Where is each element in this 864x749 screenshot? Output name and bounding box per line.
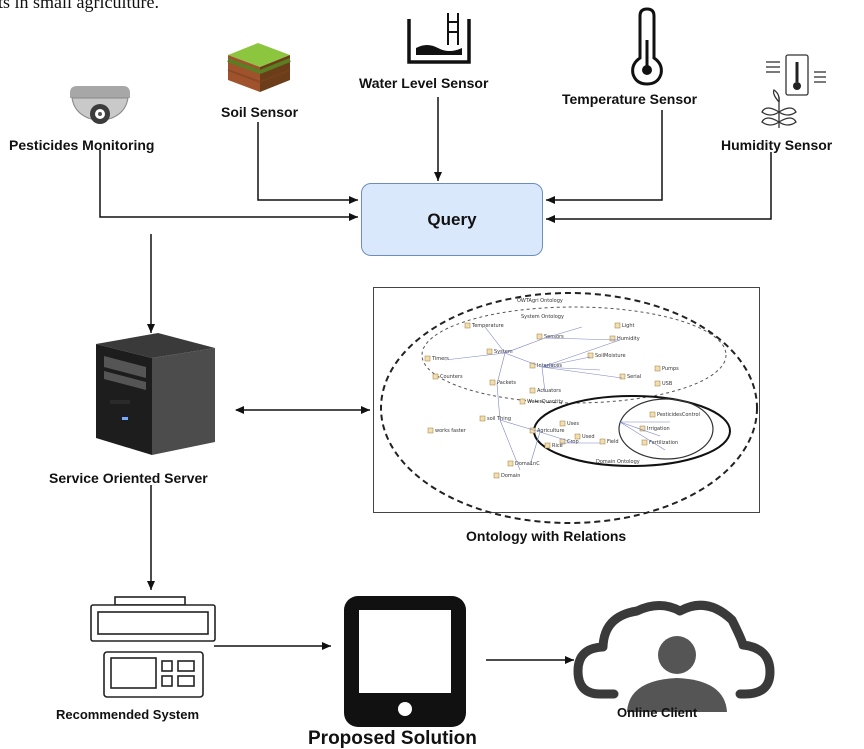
ontology-node-marker xyxy=(587,352,594,359)
ontology-node-label: Rice xyxy=(552,443,563,449)
ontology-node-marker xyxy=(519,398,526,405)
ontology-node-label: Sensors xyxy=(544,334,564,340)
ontology-node-label: Humidity xyxy=(617,336,640,342)
ontology-node-marker xyxy=(486,348,493,355)
ontology-node-label: Domain xyxy=(501,473,520,479)
ontology-node-label: PesticidesControl xyxy=(657,412,700,418)
water-label: Water Level Sensor xyxy=(359,75,489,91)
ontology-node-marker xyxy=(649,411,656,418)
ontology-node-marker xyxy=(559,420,566,427)
ontology-node-label: Temperature xyxy=(471,323,504,329)
ontology-node-label: SoilMoisture xyxy=(595,353,626,359)
ontology-node-label: works faster xyxy=(435,428,467,434)
ontology-node-label: Serial xyxy=(627,374,641,380)
query-label: Query xyxy=(427,209,477,229)
server-label: Service Oriented Server xyxy=(49,470,208,486)
temperature-label: Temperature Sensor xyxy=(562,91,698,107)
ontology-node-label: Packets xyxy=(497,380,516,386)
ontology-node-marker xyxy=(544,442,551,449)
arrow-soil-to-query xyxy=(257,122,358,204)
arrow-temperature-to-query xyxy=(546,110,663,204)
ontology-node-label: Field xyxy=(607,439,619,445)
ontology-node-marker xyxy=(619,373,626,380)
ontology-node-label: Irrigation xyxy=(647,426,670,432)
ontology-node-label: Crop xyxy=(567,439,579,445)
ontology-node-marker xyxy=(493,472,500,479)
ontology-node-label: System xyxy=(494,349,513,355)
ontology-node-marker xyxy=(654,365,661,372)
ontology-node-label: Light xyxy=(622,323,635,329)
ontology-node-marker xyxy=(654,380,661,387)
recommended-label: Recommended System xyxy=(56,707,200,722)
ontology-node-marker xyxy=(424,355,431,362)
ontology-node-label: WaterQuantity xyxy=(527,399,563,405)
ontology-node-marker xyxy=(507,460,514,467)
client-label: Online Client xyxy=(617,705,698,720)
ontology-node-marker xyxy=(479,415,486,422)
ontology-node-label: soil Thing xyxy=(487,416,511,422)
ontology-node-marker xyxy=(529,387,536,394)
ontology-node-marker xyxy=(536,333,543,340)
ontology-node-marker xyxy=(489,379,496,386)
ontology-node-label: Agriculture xyxy=(537,428,565,434)
humidity-label: Humidity Sensor xyxy=(721,137,833,153)
ontology-node-label: Interfaces xyxy=(537,363,562,369)
ontology-image xyxy=(373,287,760,513)
ontology-node-label: USB xyxy=(662,381,673,387)
ontology-node-marker xyxy=(609,335,616,342)
proposed-label: Proposed Solution xyxy=(308,728,477,749)
ontology-title: OWTAgri Ontology xyxy=(517,298,563,304)
ontology-node-marker xyxy=(614,322,621,329)
query-box[interactable]: Query xyxy=(361,183,543,256)
arrow-pesticides-to-query xyxy=(99,150,358,221)
ontology-node-label: Pumps xyxy=(662,366,679,372)
ontology-node-marker xyxy=(599,438,606,445)
ontology-node-marker xyxy=(574,433,581,440)
ontology-node-label: Counters xyxy=(440,374,463,380)
soil-label: Soil Sensor xyxy=(221,104,299,120)
ontology-node-marker xyxy=(639,425,646,432)
arrow-humidity-to-query xyxy=(546,152,772,223)
ontology-system-title: System Ontology xyxy=(521,314,564,320)
ontology-node-label: Doma1nC xyxy=(515,461,540,467)
pesticides-label: Pesticides Monitoring xyxy=(9,137,155,153)
ontology-node-marker xyxy=(641,439,648,446)
caption-fragment: ts in small agriculture. xyxy=(0,0,159,12)
ontology-node-label: Timers xyxy=(431,356,449,362)
ontology-node-marker xyxy=(427,427,434,434)
ontology-node-label: Used xyxy=(582,434,595,440)
ontology-node-label: Actuators xyxy=(537,388,561,394)
ontology-node-marker xyxy=(464,322,471,329)
ontology-domain-title: Domain Ontology xyxy=(596,459,640,465)
ontology-node-label: Fertilization xyxy=(649,440,678,446)
ontology-node-label: Uses xyxy=(567,421,579,427)
ontology-caption: Ontology with Relations xyxy=(466,528,627,544)
ontology-node-marker xyxy=(432,373,439,380)
ontology-node-marker xyxy=(529,362,536,369)
